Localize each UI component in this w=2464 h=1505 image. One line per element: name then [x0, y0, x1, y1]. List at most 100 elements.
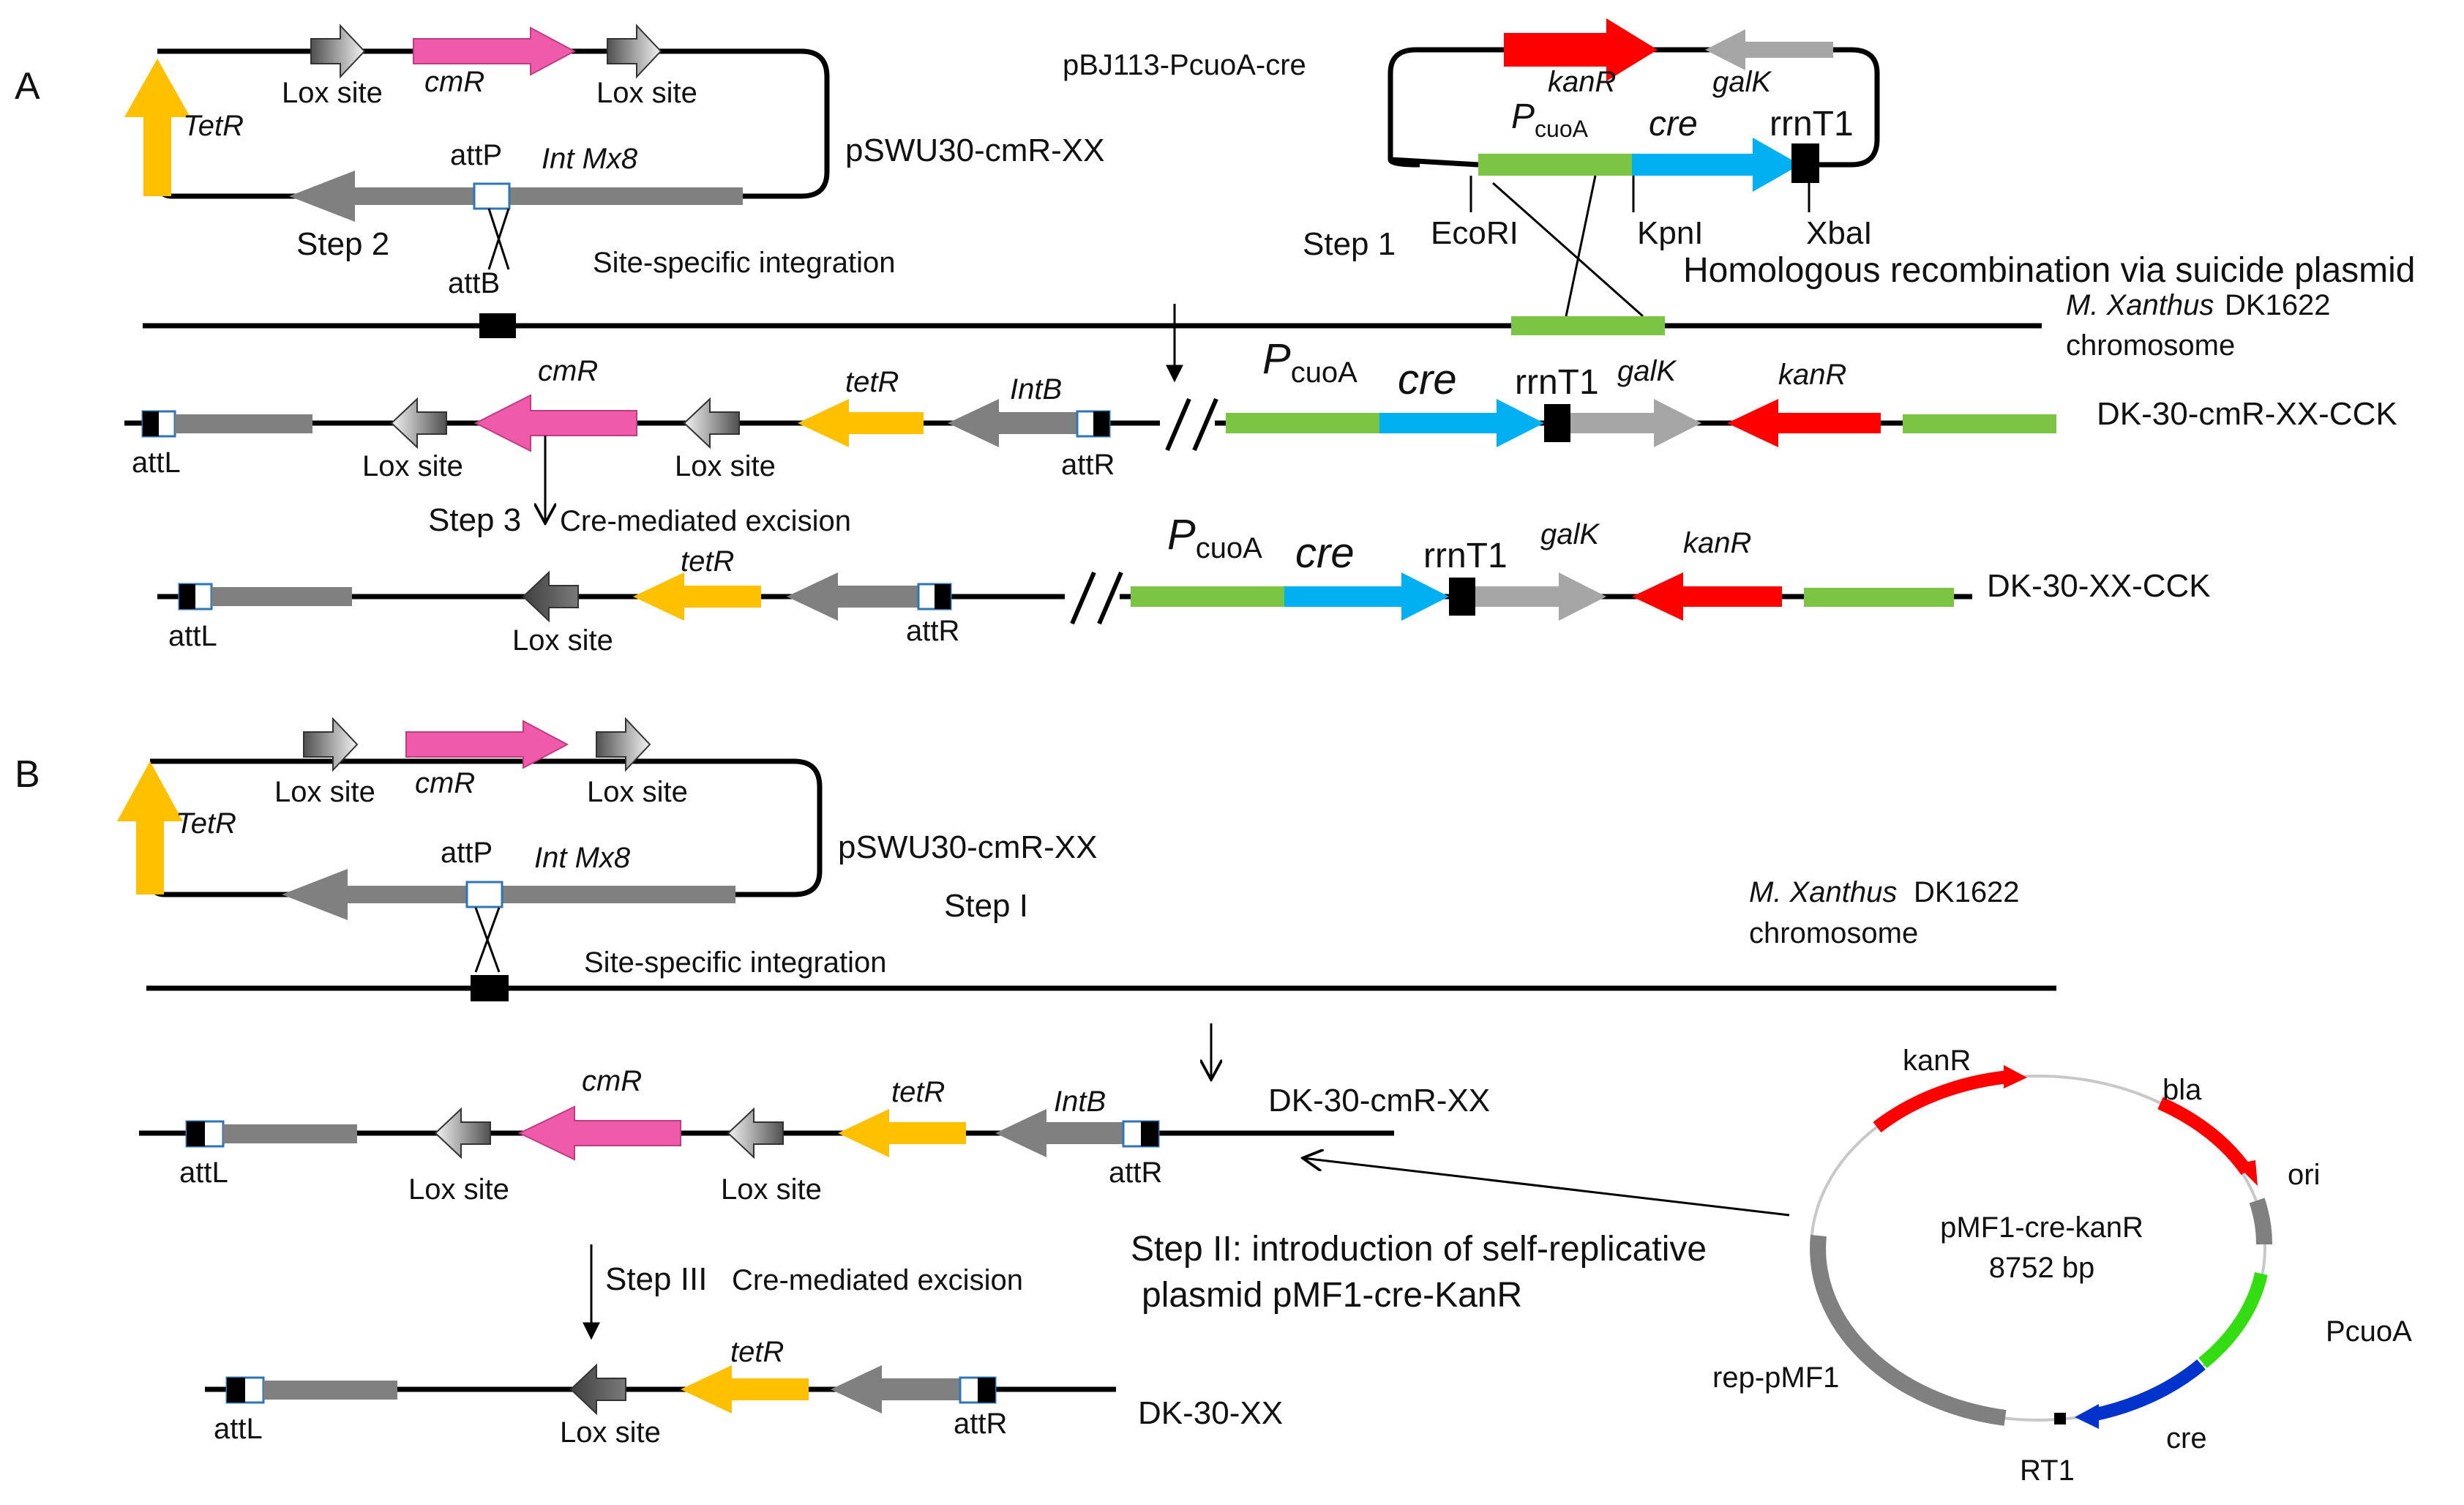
- plasmid-pswu30-b: TetR Lox site cmR Lox site attP Int Mx8 …: [117, 717, 1098, 920]
- attl-label: attL: [168, 620, 217, 652]
- cmr-label: cmR: [424, 66, 484, 98]
- homology-region: [1511, 316, 1665, 335]
- bla-segment: [2157, 1097, 2253, 1176]
- attb-site: [479, 313, 516, 338]
- bla-arrowhead: [2236, 1160, 2258, 1186]
- kanr-arrowhead: [2004, 1065, 2027, 1088]
- cre-arrowhead: [2075, 1404, 2099, 1429]
- construct-name: DK-30-XX: [1138, 1395, 1283, 1431]
- pcuoa-label: PcuoA: [1167, 511, 1262, 564]
- gray-segment: [223, 1124, 357, 1143]
- cre-arrow: [1284, 572, 1449, 621]
- plasmid-name: pSWU30-cmR-XX: [838, 829, 1098, 865]
- lox-site-label: Lox site: [282, 77, 383, 109]
- step-ii-label: Step II: introduction of self-replicativ…: [1131, 1230, 1707, 1269]
- pmf1-name: pMF1-cre-kanR: [1940, 1211, 2143, 1244]
- intb-label: IntB: [1054, 1086, 1106, 1118]
- attl-label: attL: [179, 1157, 228, 1189]
- rrnt1-terminator: [1791, 143, 1819, 183]
- attp-site: [473, 182, 511, 210]
- tetr-label: TetR: [176, 807, 236, 840]
- ori-segment: [2249, 1198, 2273, 1245]
- lox-site-label: Lox site: [512, 624, 613, 657]
- galk-arrow: [1570, 399, 1701, 447]
- kanr-arrow: [1504, 18, 1658, 81]
- xbai-label: XbaI: [1806, 215, 1873, 251]
- lox-site-label: Lox site: [675, 450, 776, 482]
- lox-site-arrow: [434, 1107, 491, 1159]
- pmf1-rt1-label: RT1: [2020, 1454, 2075, 1487]
- attp-site: [465, 881, 503, 908]
- step-1-label: Step 1: [1303, 226, 1396, 262]
- kanr-arrow: [1727, 399, 1881, 447]
- lox-site-arrow: [727, 1107, 784, 1159]
- lox-site-arrow: [303, 717, 359, 772]
- chromosome-label: chromosome: [1749, 917, 1918, 949]
- kanr-arrow: [1632, 572, 1782, 621]
- tetr-arrow: [117, 761, 183, 895]
- cre-segment: [2092, 1359, 2206, 1422]
- strain-label: DK1622: [2225, 289, 2331, 321]
- lox-site-arrow: [607, 23, 662, 79]
- lox-site-arrow: [522, 570, 579, 623]
- ecori-label: EcoRI: [1431, 215, 1519, 251]
- crossover-line: [1492, 182, 1644, 318]
- construct-dk-30-cmr-xx: attL Lox site cmR Lox site tetR IntB att…: [139, 1065, 1490, 1206]
- pmf1-cre-label: cre: [2166, 1422, 2207, 1454]
- cre-arrow: [1379, 399, 1544, 447]
- rrnt1-terminator: [1449, 578, 1475, 616]
- cre-label: cre: [1398, 356, 1457, 403]
- rrnt1-label: rrnT1: [1515, 363, 1599, 402]
- pmf1-rep-label: rep-pMF1: [1712, 1362, 1839, 1394]
- strain-label: DK1622: [1914, 876, 2020, 908]
- cre-label: cre: [1295, 529, 1355, 577]
- kanr-label: kanR: [1778, 359, 1846, 391]
- lox-site-label: Lox site: [721, 1173, 822, 1206]
- galk-label: galK: [1712, 66, 1772, 98]
- cmr-label: cmR: [415, 767, 475, 799]
- attb-label: attB: [448, 267, 500, 299]
- crossover-line: [1565, 175, 1597, 317]
- cmr-label: cmR: [582, 1065, 642, 1097]
- gray-segment: [175, 414, 312, 433]
- plasmid-pswu30-a: TetR Lox site cmR Lox site attP Int Mx8 …: [124, 23, 1105, 222]
- lox-site-label: Lox site: [274, 776, 375, 808]
- intb-label: IntB: [1010, 373, 1062, 406]
- tetr-arrow: [838, 1109, 966, 1157]
- gray-arrow: [787, 572, 918, 621]
- tetr-label: tetR: [845, 366, 899, 398]
- plasmid-pmf1-map: kanR bla ori PcuoA cre RT1 rep-pMF1 pMF1…: [1712, 1045, 2412, 1487]
- int-mx8-label: Int Mx8: [542, 143, 638, 175]
- galk-label: galK: [1617, 355, 1677, 387]
- construct-dk-30-cmr-xx-cck: attL Lox site cmR Lox site tetR IntB att…: [124, 335, 2397, 482]
- pcuoa-label: PcuoA: [1262, 335, 1358, 389]
- construct-name: DK-30-cmR-XX: [1268, 1083, 1490, 1119]
- step-2-label: Step 2: [296, 226, 389, 262]
- attr-label: attR: [1109, 1157, 1162, 1189]
- step-iii-label: Step III: [605, 1261, 707, 1297]
- cmr-arrow: [517, 1105, 681, 1161]
- tetr-arrow: [798, 399, 924, 447]
- cre-label: cre: [1649, 105, 1698, 143]
- intb-arrow: [995, 1109, 1123, 1157]
- galk-arrow: [1475, 572, 1606, 621]
- site-specific-integration-label: Site-specific integration: [593, 247, 896, 279]
- tetr-arrow: [681, 1365, 809, 1413]
- construct-name: DK-30-XX-CCK: [1987, 568, 2211, 604]
- gray-segment: [263, 1381, 397, 1400]
- lox-site-arrow: [390, 397, 447, 449]
- homologous-recombination-label: Homologous recombination via suicide pla…: [1683, 251, 2416, 290]
- rep-pmf1-segment: [1810, 1234, 2007, 1426]
- pmf1-ori-label: ori: [2288, 1159, 2320, 1191]
- step-3-label: Step 3: [428, 502, 521, 538]
- construct-name: DK-30-cmR-XX-CCK: [2097, 396, 2397, 432]
- step-ii-arrow: [1303, 1158, 1790, 1217]
- homology-region: [1903, 414, 2056, 433]
- lox-site-label: Lox site: [596, 77, 697, 109]
- pmf1-size: 8752 bp: [1989, 1252, 2095, 1284]
- plasmid-name: pBJ113-PcuoA-cre: [1063, 49, 1306, 81]
- construct-dk-30-xx-cck: attL Lox site tetR attR PcuoA cre rrnT1 …: [157, 511, 2211, 657]
- pcuoa-segment: [2198, 1271, 2268, 1369]
- step-ii-label-line2: plasmid pMF1-cre-KanR: [1142, 1276, 1522, 1315]
- attl-label: attL: [132, 447, 181, 479]
